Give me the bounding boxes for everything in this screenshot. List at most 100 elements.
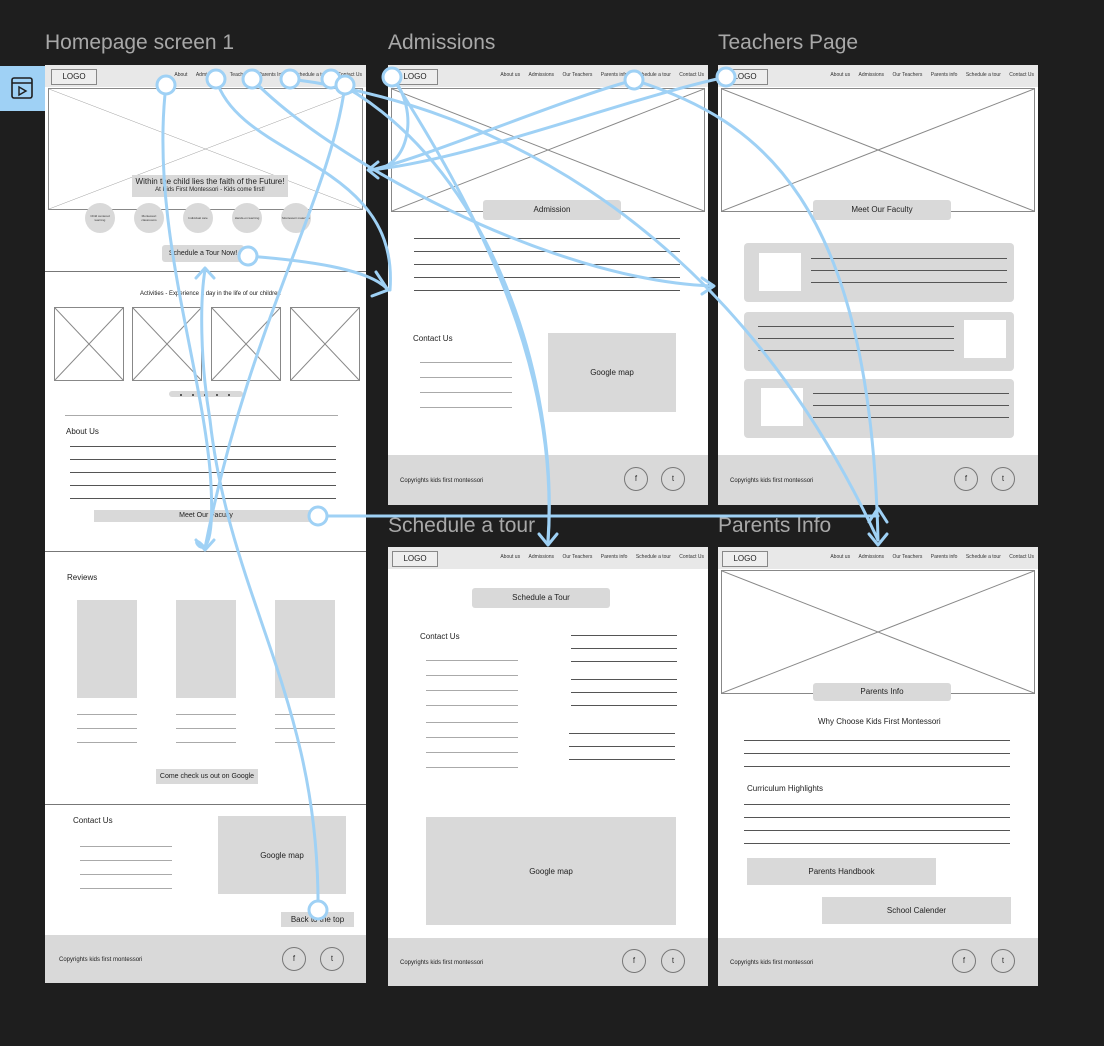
facebook-icon[interactable]: f	[622, 949, 646, 973]
facebook-icon[interactable]: f	[952, 949, 976, 973]
frame-title-home[interactable]: Homepage screen 1	[45, 31, 235, 54]
twitter-icon[interactable]: t	[991, 949, 1015, 973]
copyright: Copyrights kids first montessori	[400, 960, 484, 966]
form-line[interactable]	[571, 692, 677, 693]
nav-link[interactable]: Contact Us	[679, 72, 704, 78]
form-line[interactable]	[569, 733, 675, 734]
nav-link[interactable]: Schedule a tour	[635, 554, 671, 560]
form-line[interactable]	[571, 705, 677, 706]
nav-link[interactable]: Schedule a tour	[965, 554, 1001, 560]
schedule-frame[interactable]: LOGO About us Admissions Our Teachers Pa…	[388, 547, 708, 986]
google-map[interactable]: Google map	[548, 333, 676, 412]
nav-link[interactable]: Our Teachers	[562, 554, 593, 560]
text-line	[744, 804, 1010, 805]
form-line[interactable]	[571, 648, 677, 649]
nav-link[interactable]: About us	[500, 554, 521, 560]
school-calendar-button[interactable]: School Calender	[822, 897, 1011, 924]
google-reviews-button[interactable]: Come check us out on Google	[156, 769, 258, 784]
nav-link[interactable]: Admissions	[528, 554, 555, 560]
parents-frame[interactable]: LOGO About us Admissions Our Teachers Pa…	[718, 547, 1038, 986]
nav-link[interactable]: Schedule a tour	[635, 72, 671, 78]
form-line[interactable]	[569, 746, 675, 747]
logo[interactable]: LOGO	[722, 551, 768, 567]
feature-circle: Child centered learning	[85, 203, 115, 233]
teacher-card[interactable]	[744, 243, 1014, 302]
logo[interactable]: LOGO	[51, 69, 97, 85]
logo[interactable]: LOGO	[722, 69, 768, 85]
teacher-card[interactable]	[744, 312, 1014, 371]
nav-link[interactable]: About us	[830, 72, 851, 78]
review-line	[77, 728, 137, 729]
logo[interactable]: LOGO	[392, 69, 438, 85]
nav-link[interactable]: Parents info	[600, 554, 628, 560]
nav-link[interactable]: Contact Us	[337, 72, 362, 78]
form-line[interactable]	[571, 679, 677, 680]
nav-link[interactable]: Our Teachers	[562, 72, 593, 78]
nav-link[interactable]: Schedule a tour	[965, 72, 1001, 78]
form-line[interactable]	[571, 661, 677, 662]
form-line[interactable]	[571, 635, 677, 636]
nav-links: About us Admissions Our Teachers Parents…	[493, 72, 704, 78]
google-map[interactable]: Google map	[426, 817, 676, 925]
nav-link[interactable]: Contact Us	[1009, 554, 1034, 560]
nav-link[interactable]: Contact Us	[1009, 72, 1034, 78]
facebook-icon[interactable]: f	[624, 467, 648, 491]
frame-title-schedule[interactable]: Schedule a tour	[388, 514, 536, 537]
nav-link[interactable]: Admissions	[195, 72, 222, 78]
contact-line	[426, 752, 518, 753]
nav-link[interactable]: Parents info	[600, 72, 628, 78]
google-map[interactable]: Google map	[218, 816, 346, 894]
schedule-tour-button[interactable]: Schedule a Tour Now!	[162, 245, 244, 262]
nav-link[interactable]: Contact Us	[679, 554, 704, 560]
hero-line2: At Kids First Montessori - Kids come fir…	[155, 187, 265, 193]
activity-image	[290, 307, 360, 381]
admissions-frame[interactable]: LOGO About us Admissions Our Teachers Pa…	[388, 65, 708, 505]
nav-links: About us Admissions Our Teachers Parents…	[823, 554, 1034, 560]
parents-handbook-button[interactable]: Parents Handbook	[747, 858, 936, 885]
nav-link[interactable]: Parents Info	[258, 72, 286, 78]
frame-title-parents[interactable]: Parents Info	[718, 514, 832, 537]
nav-links: About us Admissions Our Teachers Parents…	[493, 554, 704, 560]
text-line	[744, 843, 1010, 844]
review-line	[176, 728, 236, 729]
twitter-icon[interactable]: t	[991, 467, 1015, 491]
hero-image-placeholder	[391, 88, 705, 212]
facebook-icon[interactable]: f	[282, 947, 306, 971]
contact-line	[426, 767, 518, 768]
hero-image-placeholder	[721, 570, 1035, 694]
contact-heading: Contact Us	[413, 334, 453, 343]
twitter-icon[interactable]: t	[320, 947, 344, 971]
logo[interactable]: LOGO	[392, 551, 438, 567]
nav-link[interactable]: Our Teachers	[892, 554, 923, 560]
nav-link[interactable]: Teachers	[229, 72, 251, 78]
arrowhead	[867, 532, 889, 547]
frame-title-teachers[interactable]: Teachers Page	[718, 31, 859, 54]
twitter-icon[interactable]: t	[661, 949, 685, 973]
curriculum-heading: Curriculum Highlights	[747, 784, 824, 793]
facebook-icon[interactable]: f	[954, 467, 978, 491]
teacher-card[interactable]	[744, 379, 1014, 438]
nav-link[interactable]: Parents info	[930, 554, 958, 560]
present-button[interactable]	[0, 66, 45, 111]
back-to-top-button[interactable]: Back to the top	[281, 912, 354, 927]
nav-link[interactable]: Parents info	[930, 72, 958, 78]
nav-link[interactable]: Admissions	[528, 72, 555, 78]
nav-link[interactable]: Admissions	[858, 554, 885, 560]
carousel-dots[interactable]	[169, 391, 243, 397]
nav-link[interactable]: About	[174, 72, 188, 78]
nav-link[interactable]: Our Teachers	[892, 72, 923, 78]
frame-title-admissions[interactable]: Admissions	[388, 31, 496, 54]
dots-icon	[180, 394, 230, 396]
nav-link[interactable]: Admissions	[858, 72, 885, 78]
homepage-frame[interactable]: LOGO About Admissions Teachers Parents I…	[45, 65, 366, 983]
nav-link[interactable]: About us	[830, 554, 851, 560]
faculty-title: Meet Our Faculty	[813, 200, 951, 220]
form-line[interactable]	[569, 759, 675, 760]
twitter-icon[interactable]: t	[661, 467, 685, 491]
admission-title: Admission	[483, 200, 621, 220]
nav-link[interactable]: About us	[500, 72, 521, 78]
nav-link[interactable]: Schedule a tour	[293, 72, 329, 78]
navbar: LOGO About us Admissions Our Teachers Pa…	[718, 65, 1038, 87]
teachers-frame[interactable]: LOGO About us Admissions Our Teachers Pa…	[718, 65, 1038, 505]
meet-faculty-button[interactable]: Meet Our Faculty	[94, 510, 318, 522]
